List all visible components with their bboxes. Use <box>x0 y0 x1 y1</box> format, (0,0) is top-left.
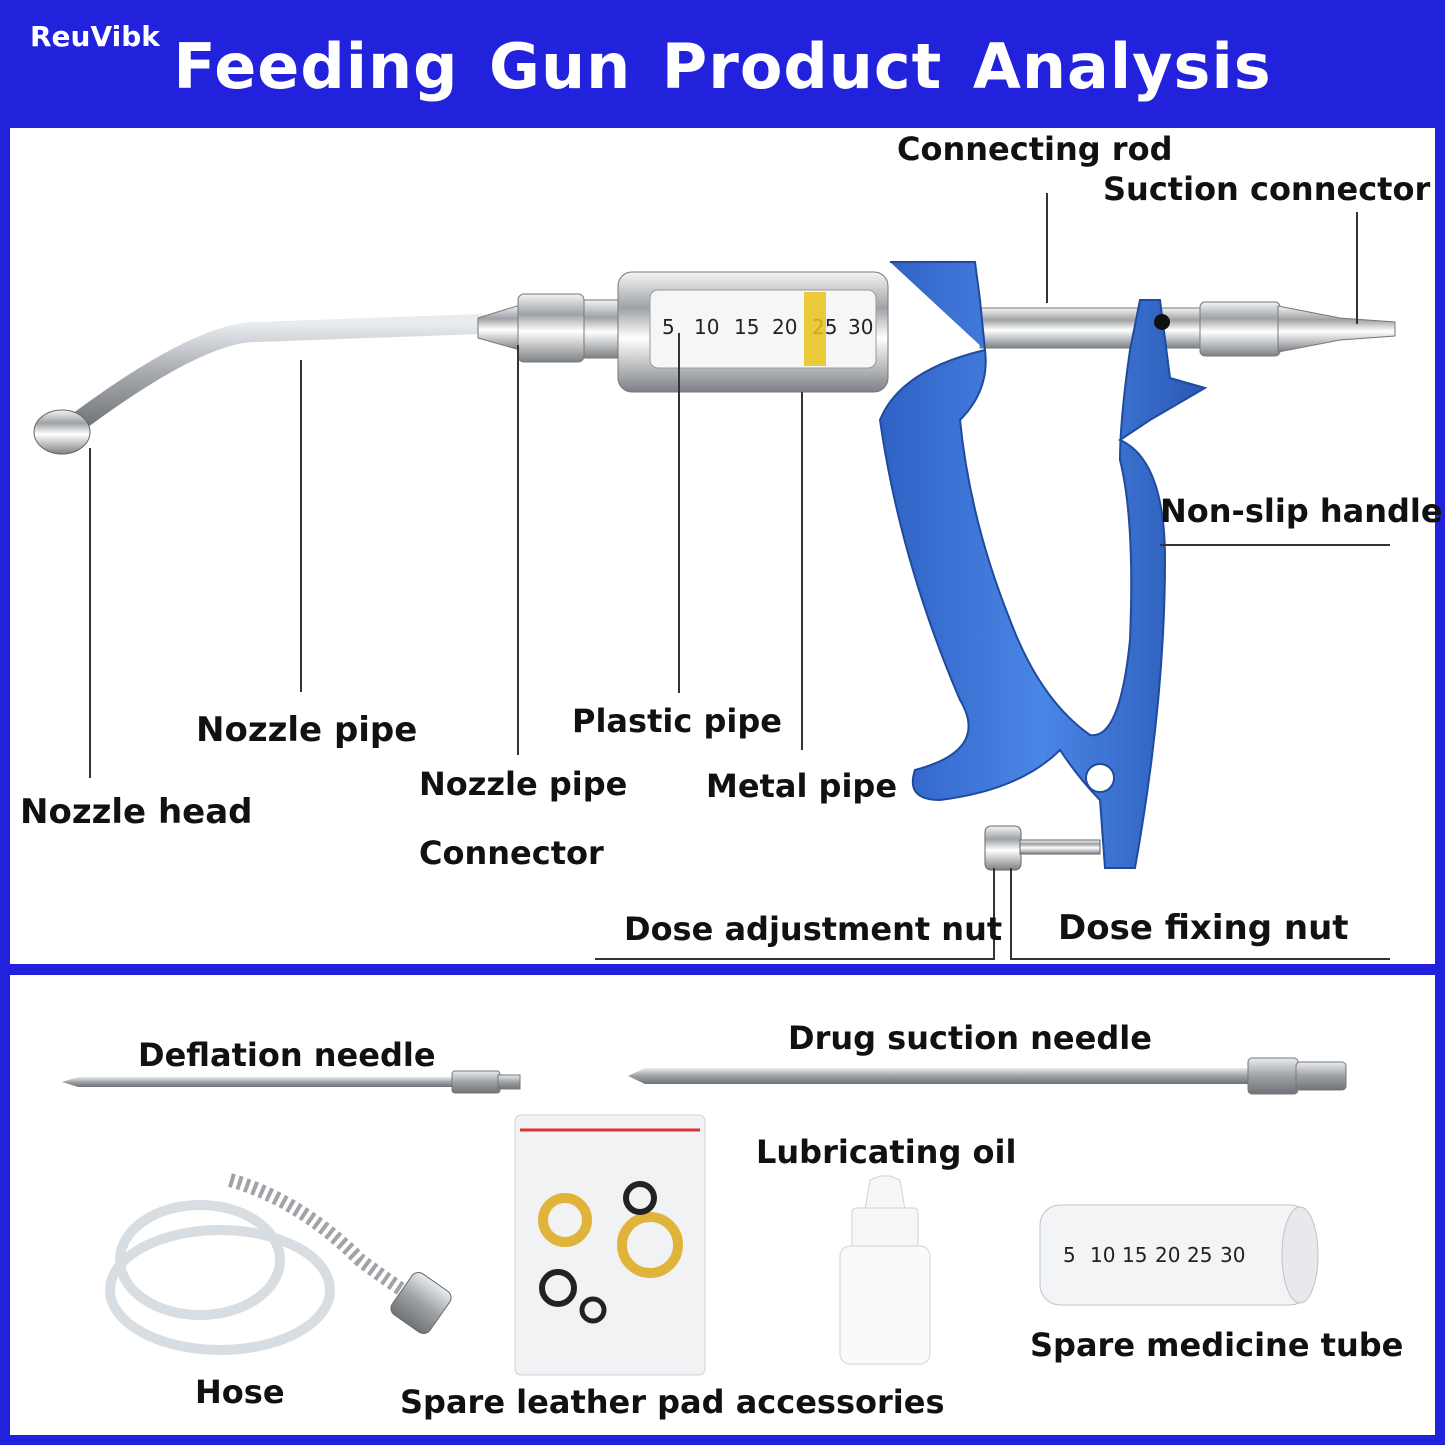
scale-mark: 10 <box>694 315 719 339</box>
leader-line <box>1356 212 1358 324</box>
scale-mark: 30 <box>848 315 873 339</box>
drug-suction-needle-shape <box>628 1057 1347 1095</box>
leader-line <box>1046 193 1048 303</box>
label-deflation-needle: Deflation needle <box>138 1036 436 1074</box>
brand-logo-text: ReuVibk <box>30 20 160 53</box>
label-metal-pipe: Metal pipe <box>706 767 898 805</box>
nozzle-pipe-shape <box>60 314 490 438</box>
tube-scale-mark: 15 <box>1122 1243 1147 1267</box>
suction-connector-shape <box>1277 305 1396 353</box>
label-spare-leather-pad: Spare leather pad accessories <box>400 1383 945 1421</box>
label-plastic-pipe: Plastic pipe <box>572 702 782 740</box>
tube-scale-mark: 5 <box>1063 1243 1076 1267</box>
label-spare-medicine-tube: Spare medicine tube <box>1030 1326 1404 1364</box>
leader-line <box>517 345 519 755</box>
leather-pad-bag-shape <box>514 1114 706 1376</box>
page-title: Feeding Gun Product Analysis <box>173 30 1272 103</box>
label-dose-adjustment-nut: Dose adjustment nut <box>624 910 1003 948</box>
label-nozzle-pipe-connector-2: Connector <box>419 834 604 872</box>
tube-scale-mark: 30 <box>1220 1243 1245 1267</box>
scale-mark: 15 <box>734 315 759 339</box>
leader-line <box>993 868 995 960</box>
deflation-needle-shape <box>62 1070 521 1094</box>
gun-diagram-panel <box>10 128 1435 964</box>
scale-mark: 20 <box>772 315 797 339</box>
leader-line <box>300 360 302 692</box>
scale-marks-tube: 5 10 15 20 25 30 <box>1063 1243 1245 1267</box>
label-lubricating-oil: Lubricating oil <box>756 1133 1017 1171</box>
tube-scale-mark: 10 <box>1090 1243 1115 1267</box>
label-nozzle-pipe-connector: Nozzle pipe <box>419 765 628 803</box>
label-dose-fixing-nut: Dose fixing nut <box>1058 908 1349 948</box>
label-drug-suction-needle: Drug suction needle <box>788 1019 1152 1057</box>
scale-mark: 5 <box>662 315 675 339</box>
leader-line <box>595 958 995 960</box>
tube-scale-mark: 20 <box>1155 1243 1180 1267</box>
label-suction-connector: Suction connector <box>1103 170 1431 208</box>
nozzle-head-shape <box>33 409 91 455</box>
leader-line <box>1010 958 1390 960</box>
label-connecting-rod: Connecting rod <box>897 130 1173 168</box>
leader-line <box>1010 868 1012 960</box>
leader-line <box>801 392 803 750</box>
hose-shape <box>105 1173 424 1355</box>
lubricating-oil-bottle-shape <box>839 1175 931 1365</box>
spare-medicine-tube-shape <box>1039 1204 1319 1306</box>
label-nozzle-head: Nozzle head <box>20 792 253 832</box>
handle-shape <box>878 261 1208 869</box>
label-hose: Hose <box>195 1373 285 1411</box>
label-nozzle-pipe: Nozzle pipe <box>196 710 418 750</box>
leader-line <box>89 448 91 778</box>
leader-line <box>678 333 680 693</box>
tube-scale-mark: 25 <box>1187 1243 1212 1267</box>
leader-line <box>1160 544 1390 546</box>
label-non-slip-handle: Non-slip handle <box>1160 492 1443 530</box>
